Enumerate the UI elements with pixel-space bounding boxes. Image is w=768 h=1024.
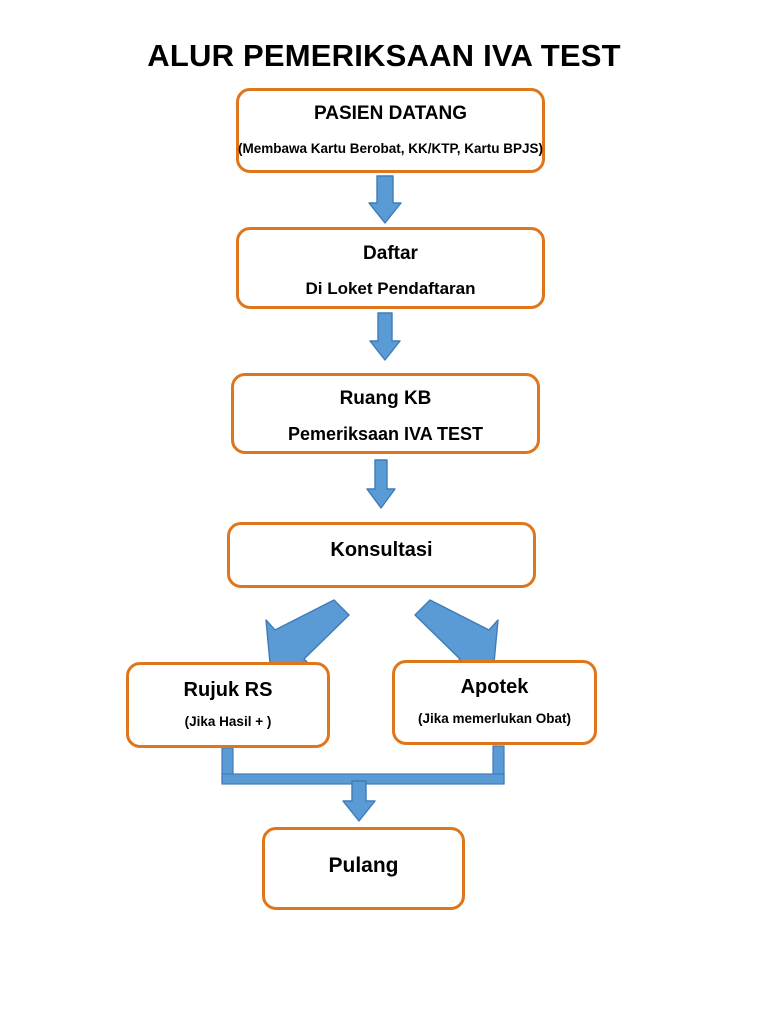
merge-connector-to-pulang: [221, 745, 505, 822]
node-daftar-secondary: Di Loket Pendaftaran: [305, 278, 476, 298]
page-title: ALUR PEMERIKSAAN IVA TEST: [147, 38, 621, 73]
node-daftar[interactable]: Daftar Di Loket Pendaftaran: [236, 227, 545, 309]
node-daftar-primary: Daftar: [363, 243, 418, 264]
node-rujuk-rs-secondary: (Jika Hasil + ): [184, 714, 272, 729]
node-pasien-datang[interactable]: PASIEN DATANG (Membawa Kartu Berobat, KK…: [236, 88, 545, 173]
node-pasien-datang-primary: PASIEN DATANG: [313, 103, 468, 124]
node-ruang-kb[interactable]: Ruang KB Pemeriksaan IVA TEST: [231, 373, 540, 454]
node-pulang[interactable]: Pulang: [262, 827, 465, 910]
node-pulang-primary: Pulang: [328, 854, 399, 877]
node-ruang-kb-secondary: Pemeriksaan IVA TEST: [287, 423, 484, 444]
arrow-daftar-to-ruang-kb: [369, 312, 401, 361]
node-rujuk-rs[interactable]: Rujuk RS (Jika Hasil + ): [126, 662, 330, 748]
arrow-ruang-kb-to-konsultasi: [366, 459, 396, 509]
node-konsultasi[interactable]: Konsultasi: [227, 522, 536, 588]
node-pasien-datang-secondary: (Membawa Kartu Berobat, KK/KTP, Kartu BP…: [237, 140, 544, 156]
node-rujuk-rs-primary: Rujuk RS: [183, 679, 273, 701]
arrow-pasien-to-daftar: [368, 175, 402, 224]
node-apotek[interactable]: Apotek (Jika memerlukan Obat): [392, 660, 597, 745]
node-ruang-kb-primary: Ruang KB: [339, 388, 432, 409]
arrow-konsultasi-to-apotek: [414, 599, 499, 669]
node-apotek-primary: Apotek: [460, 676, 529, 698]
node-apotek-secondary: (Jika memerlukan Obat): [417, 711, 572, 726]
node-konsultasi-primary: Konsultasi: [330, 539, 433, 561]
arrow-konsultasi-to-rujuk-rs: [265, 599, 350, 669]
